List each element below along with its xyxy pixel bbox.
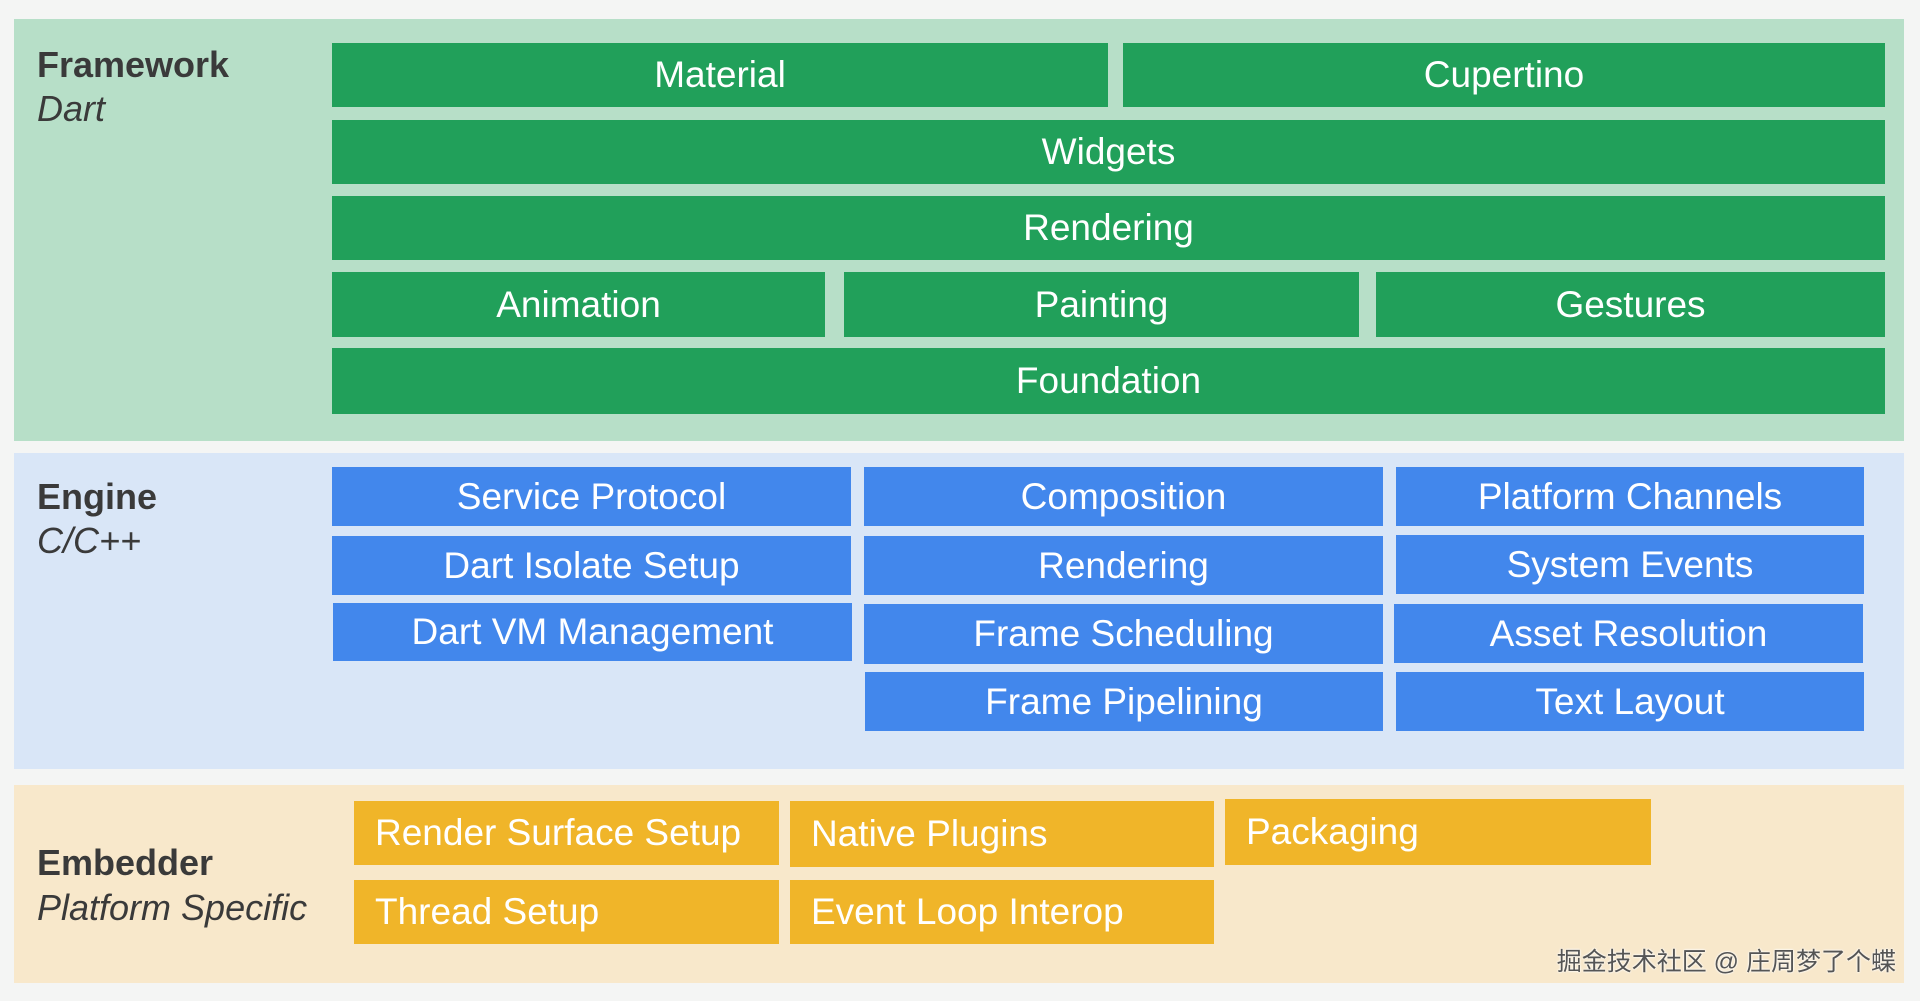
packaging-block: Packaging xyxy=(1225,799,1651,865)
asset-resolution-block: Asset Resolution xyxy=(1394,604,1863,663)
thread-setup-block: Thread Setup xyxy=(354,880,779,944)
framework-language: Dart xyxy=(37,88,106,129)
watermark: 掘金技术社区 @ 庄周梦了个蝶 xyxy=(1556,948,1896,976)
animation-block: Animation xyxy=(332,272,825,337)
gestures-block: Gestures xyxy=(1376,272,1885,337)
text-layout-block: Text Layout xyxy=(1396,672,1864,731)
engine-title: Engine xyxy=(37,476,158,517)
material-block: Material xyxy=(332,43,1108,107)
service-protocol-block: Service Protocol xyxy=(332,467,851,526)
engine-language: C/C++ xyxy=(37,520,142,561)
render-surface-setup-block: Render Surface Setup xyxy=(354,801,779,865)
dart-isolate-setup-block: Dart Isolate Setup xyxy=(332,536,851,595)
event-loop-interop-block: Event Loop Interop xyxy=(790,880,1214,944)
framework-title: Framework xyxy=(37,44,230,85)
native-plugins-block: Native Plugins xyxy=(790,801,1214,867)
embedder-layer: Embedder Platform Specific Render Surfac… xyxy=(14,785,1904,983)
widgets-block: Widgets xyxy=(332,120,1885,184)
composition-block: Composition xyxy=(864,467,1383,526)
engine-layer: Engine C/C++ Service Protocol Dart Isola… xyxy=(14,453,1904,769)
embedder-title: Embedder xyxy=(37,842,214,883)
embedder-language: Platform Specific xyxy=(37,887,308,928)
rendering-block: Rendering xyxy=(332,196,1885,260)
frame-scheduling-block: Frame Scheduling xyxy=(864,604,1383,664)
frame-pipelining-block: Frame Pipelining xyxy=(865,672,1383,731)
dart-vm-management-block: Dart VM Management xyxy=(333,603,852,661)
platform-channels-block: Platform Channels xyxy=(1396,467,1864,526)
framework-layer: Framework Dart Material Cupertino Widget… xyxy=(14,19,1904,441)
cupertino-block: Cupertino xyxy=(1123,43,1885,107)
foundation-block: Foundation xyxy=(332,348,1885,414)
system-events-block: System Events xyxy=(1396,535,1864,594)
engine-rendering-block: Rendering xyxy=(864,536,1383,595)
painting-block: Painting xyxy=(844,272,1359,337)
